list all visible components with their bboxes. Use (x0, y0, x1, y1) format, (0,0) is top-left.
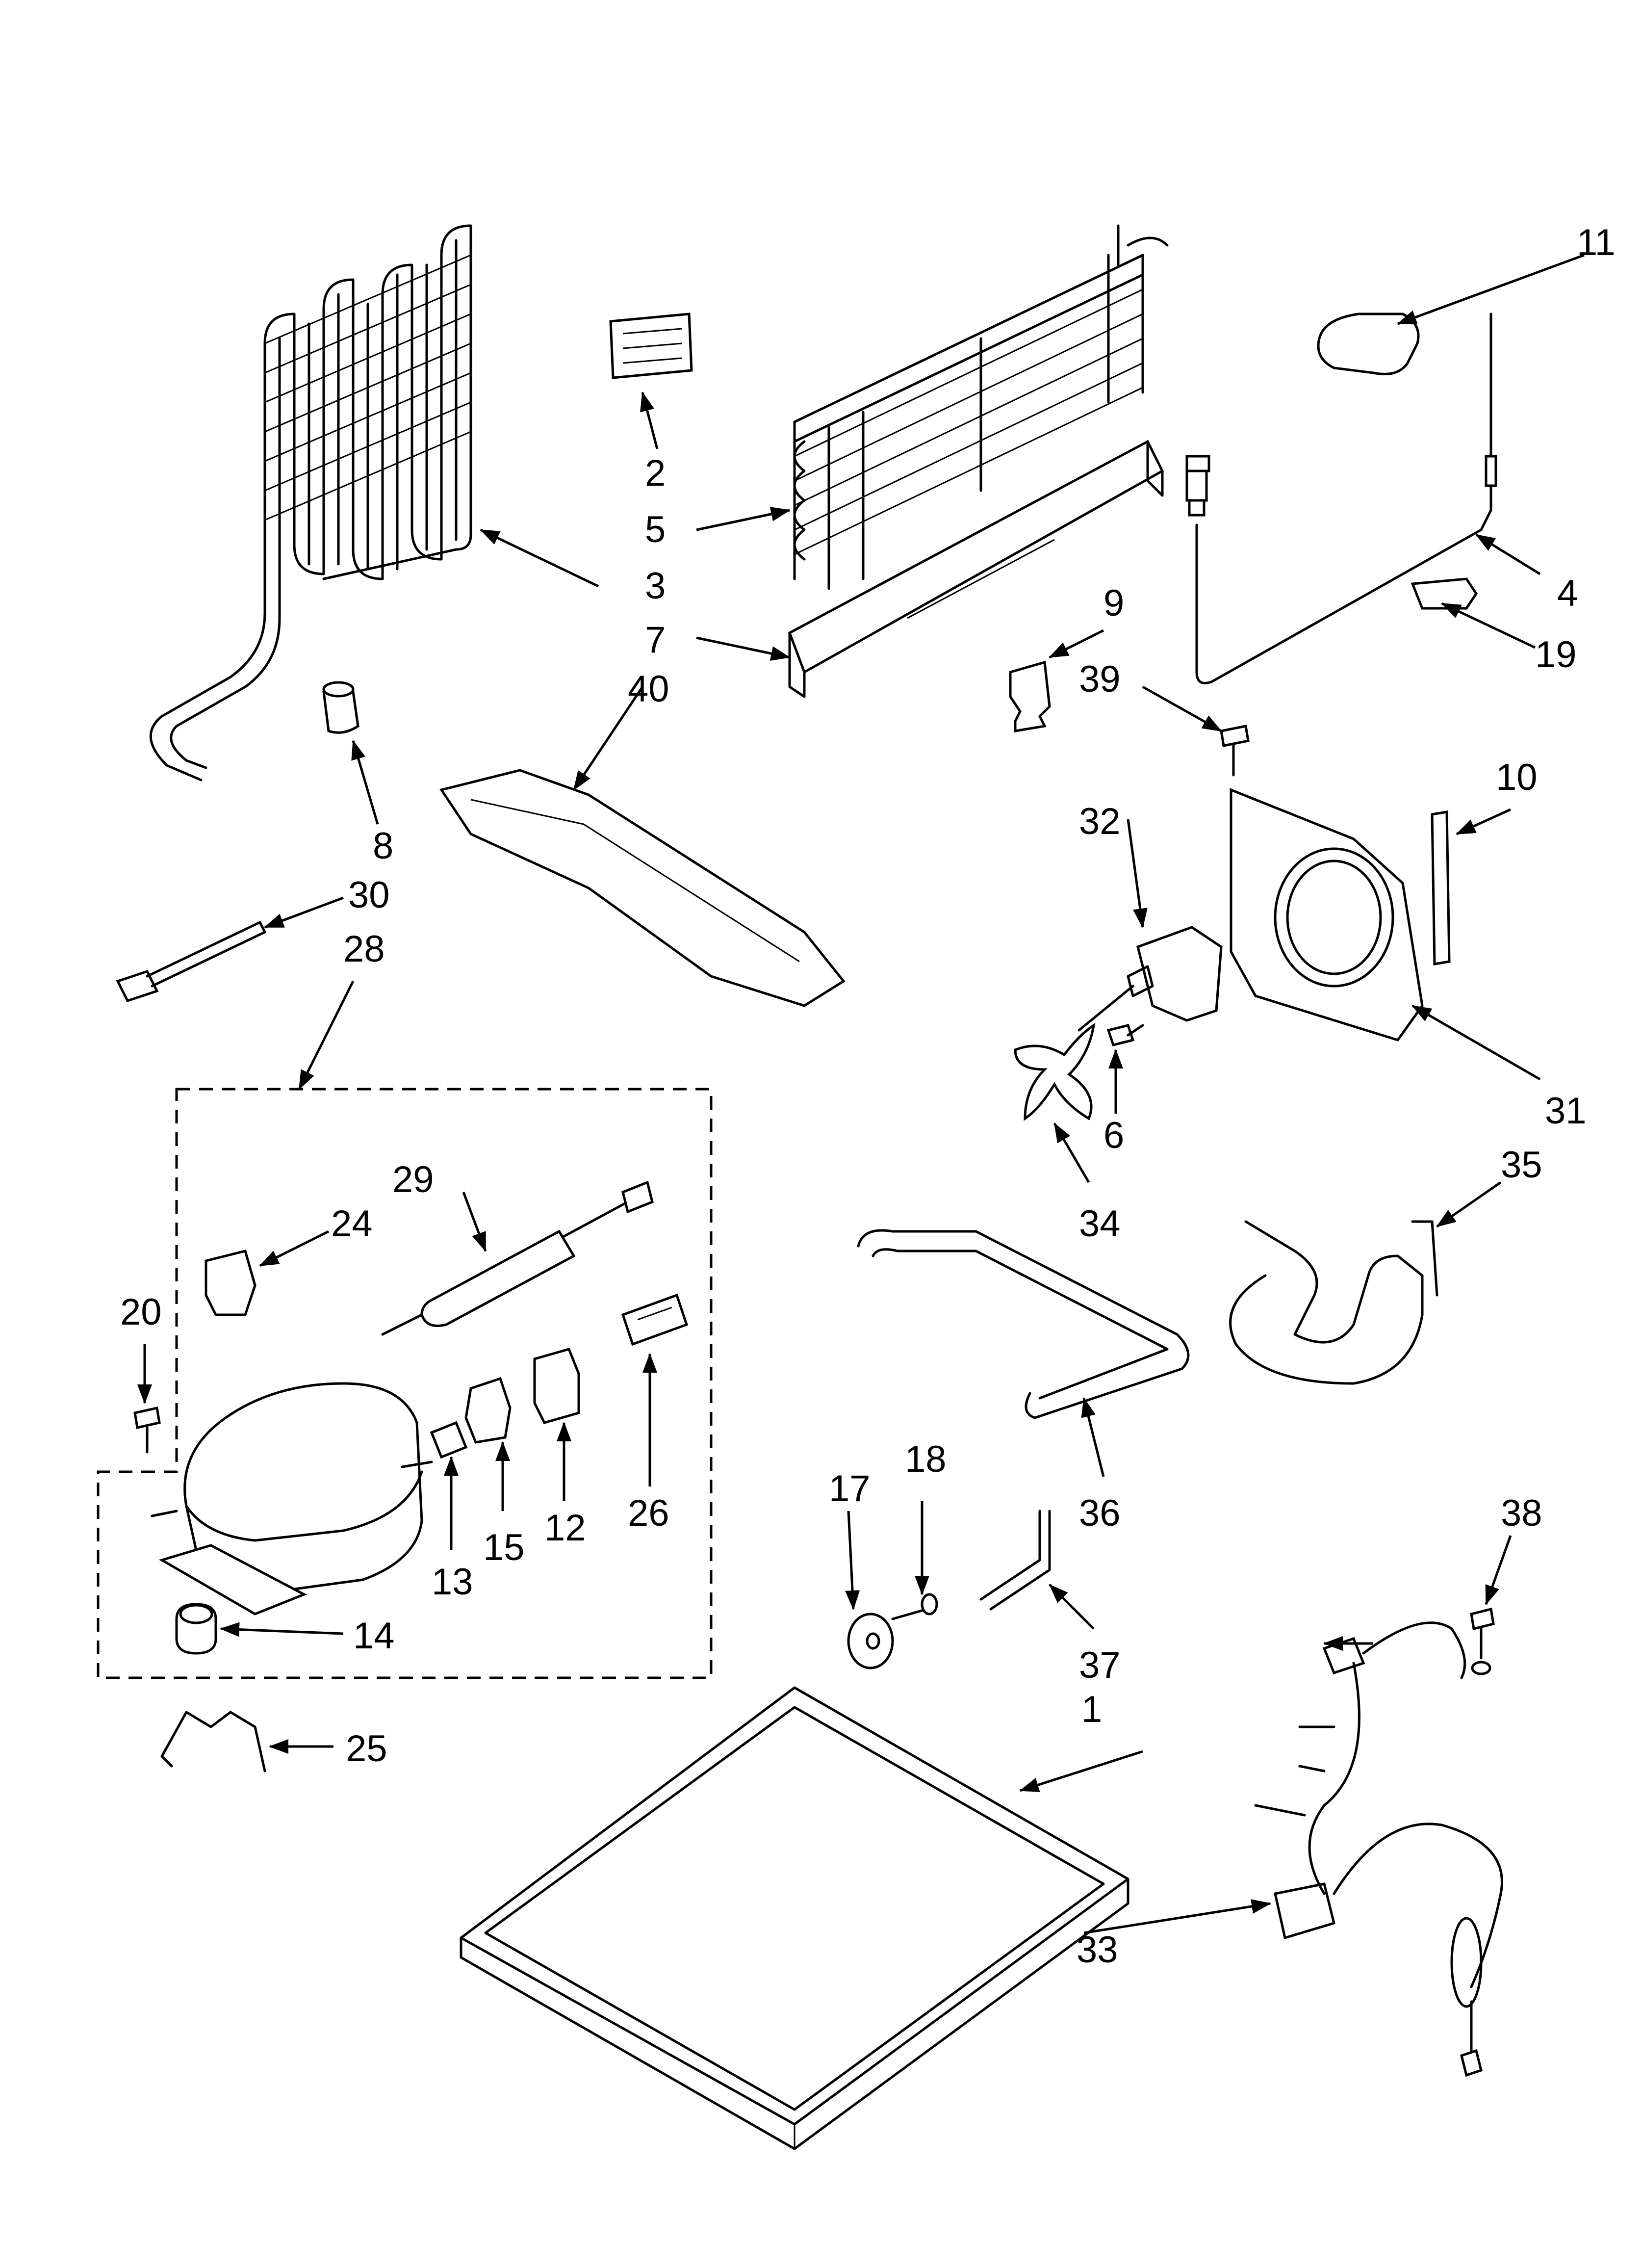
connector-24-part (205, 1249, 257, 1316)
thermistor-part (1185, 313, 1497, 684)
roller-17-part (847, 1613, 894, 1669)
fan-blade-part (1014, 1022, 1096, 1121)
drier-part (322, 681, 359, 734)
callout-9: 9 (1103, 582, 1124, 624)
callout-7: 7 (645, 619, 666, 661)
callout-14: 14 (353, 1615, 395, 1657)
callout-31: 31 (1545, 1090, 1587, 1132)
callout-37: 37 (1079, 1644, 1121, 1686)
callout-35: 35 (1501, 1144, 1542, 1186)
overload-12-part (533, 1347, 580, 1424)
callout-15: 15 (483, 1527, 525, 1568)
fan-shroud-part (1230, 788, 1424, 1042)
screw-39-part (1220, 725, 1250, 777)
clip-part (1411, 577, 1478, 610)
callout-3: 3 (645, 565, 666, 607)
callout-29: 29 (392, 1159, 434, 1200)
terminal-13-part (430, 1421, 468, 1459)
callout-5: 5 (645, 509, 666, 550)
callout-26: 26 (628, 1492, 669, 1534)
tube-35-part (1229, 1220, 1438, 1385)
callout-39: 39 (1079, 658, 1121, 700)
callout-24: 24 (331, 1203, 373, 1245)
callout-34: 34 (1079, 1203, 1121, 1245)
screw-6-part (1106, 1024, 1144, 1046)
filter-pad-part (609, 313, 693, 379)
relay-15-part (464, 1377, 512, 1444)
screw-20-part (133, 1406, 161, 1454)
callout-30: 30 (348, 874, 390, 916)
callout-25: 25 (346, 1728, 387, 1770)
tube-37-part (979, 1510, 1051, 1611)
capacitor-29-part (381, 1180, 654, 1336)
compressor-part (151, 1382, 433, 1616)
screw-38-part (1470, 1607, 1495, 1675)
callout-18: 18 (905, 1438, 947, 1480)
cable-tie-part (116, 921, 266, 1003)
callout-38: 38 (1501, 1492, 1542, 1534)
condenser-coil-part (149, 224, 472, 782)
callout-6: 6 (1103, 1115, 1124, 1156)
axle-18-part (891, 1593, 938, 1620)
callout-13: 13 (432, 1561, 473, 1603)
callout-28: 28 (343, 928, 385, 970)
callout-20: 20 (120, 1291, 162, 1333)
callout-19: 19 (1535, 634, 1577, 676)
callout-10: 10 (1496, 756, 1538, 798)
callout-4: 4 (1557, 573, 1578, 614)
leader-lines (137, 254, 1585, 1934)
callout-2: 2 (645, 452, 666, 494)
wire-harness-part (1254, 1621, 1503, 2077)
callout-17: 17 (829, 1468, 871, 1510)
callout-12: 12 (544, 1507, 586, 1549)
gasket-strip-part (1431, 810, 1451, 965)
cover-26-part (621, 1293, 689, 1346)
drain-pan-part (439, 769, 846, 1007)
callout-11: 11 (1577, 222, 1616, 263)
callout-1: 1 (1081, 1689, 1102, 1730)
fan-motor-part (1078, 926, 1223, 1032)
clip-25-part (160, 1711, 266, 1773)
callout-8: 8 (373, 825, 393, 867)
callout-labels: 1 2 3 4 5 6 7 8 9 10 11 12 13 14 15 17 1… (120, 222, 1616, 1971)
base-frame-part (460, 1686, 1129, 2150)
evaporator-part (793, 224, 1169, 590)
grommet-14-part (175, 1603, 217, 1655)
callout-40: 40 (628, 668, 669, 710)
callout-36: 36 (1079, 1492, 1121, 1534)
callout-32: 32 (1079, 801, 1121, 842)
tube-36-part (857, 1229, 1190, 1419)
kit-28-box (97, 1088, 713, 1679)
bracket-part (1009, 660, 1051, 732)
cover-cap-part (1317, 313, 1420, 375)
callout-33: 33 (1077, 1929, 1118, 1971)
